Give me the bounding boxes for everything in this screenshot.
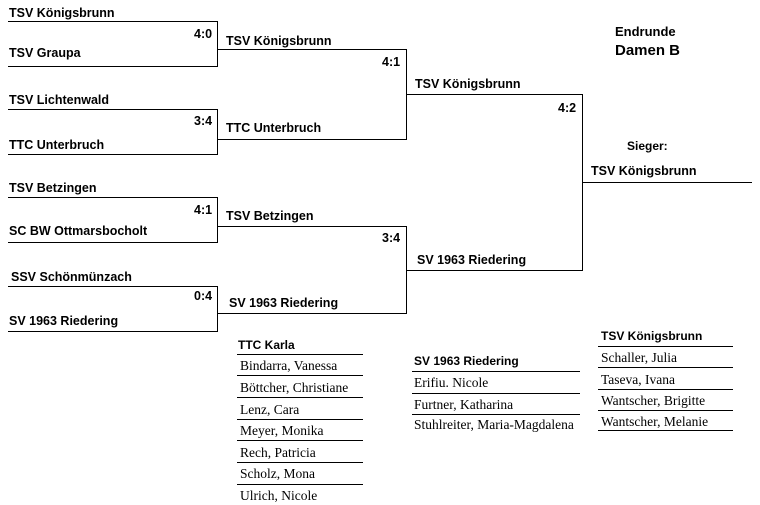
r1-m4-score: 0:4 [194,289,213,303]
r1-m2-team-a: TSV Lichtenwald [9,93,110,107]
r1-m2-score: 3:4 [194,114,213,128]
roster-1-player: Rech, Patricia [240,445,316,460]
roster-1-player: Böttcher, Christiane [240,380,349,395]
roster-2-player: Stuhlreiter, Maria-Magdalena [414,417,574,432]
r2-m2-score: 3:4 [382,231,401,245]
final-bracket [406,94,583,271]
division-title: Damen B [615,42,681,59]
roster-2-title: SV 1963 Riedering [414,354,519,368]
final-score: 4:2 [558,101,577,115]
winner-team: TSV Königsbrunn [591,164,697,178]
r2-m1-score: 4:1 [382,55,401,69]
r1-m4-team-a: SSV Schönmünzach [11,270,132,284]
r1-m3-score: 4:1 [194,203,213,217]
roster-1-player: Lenz, Cara [240,402,300,417]
r3-team-1: TSV Königsbrunn [415,77,521,91]
winner-label: Sieger: [627,139,668,153]
roster-1-player: Meyer, Monika [240,423,324,438]
r2-team-4: SV 1963 Riedering [229,296,339,310]
round-title: Endrunde [615,24,676,39]
r1-m2-team-b: TTC Unterbruch [9,138,105,152]
r2-team-1: TSV Königsbrunn [226,34,332,48]
roster-3-player: Wantscher, Melanie [601,414,709,429]
roster-3-player: Wantscher, Brigitte [601,393,706,408]
r1-match-3-bracket [8,197,218,243]
r2-team-2: TTC Unterbruch [226,121,322,135]
r1-match-1-bracket [8,21,218,67]
r1-m1-team-b: TSV Graupa [9,46,81,60]
roster-3-player: Schaller, Julia [601,350,677,365]
r1-match-2-bracket [8,109,218,155]
roster-2-player: Erifiu. Nicole [414,375,489,390]
r1-m4-team-b: SV 1963 Riedering [9,314,119,328]
roster-2-player: Furtner, Katharina [414,397,514,412]
roster-1-player: Ulrich, Nicole [240,488,318,503]
r1-m3-team-b: SC BW Ottmarsbocholt [9,224,148,238]
r1-m1-team-a: TSV Königsbrunn [9,6,115,20]
roster-3-player: Taseva, Ivana [601,372,676,387]
r2-team-3: TSV Betzingen [226,209,314,223]
r1-match-4-bracket [8,286,218,332]
roster-1-title: TTC Karla [238,338,295,352]
roster-1-player: Bindarra, Vanessa [240,358,338,373]
r1-m3-team-a: TSV Betzingen [9,181,97,195]
roster-3-title: TSV Königsbrunn [601,329,703,343]
r1-m1-score: 4:0 [194,27,213,41]
roster-1-player: Scholz, Mona [240,466,315,481]
r3-team-2: SV 1963 Riedering [417,253,527,267]
